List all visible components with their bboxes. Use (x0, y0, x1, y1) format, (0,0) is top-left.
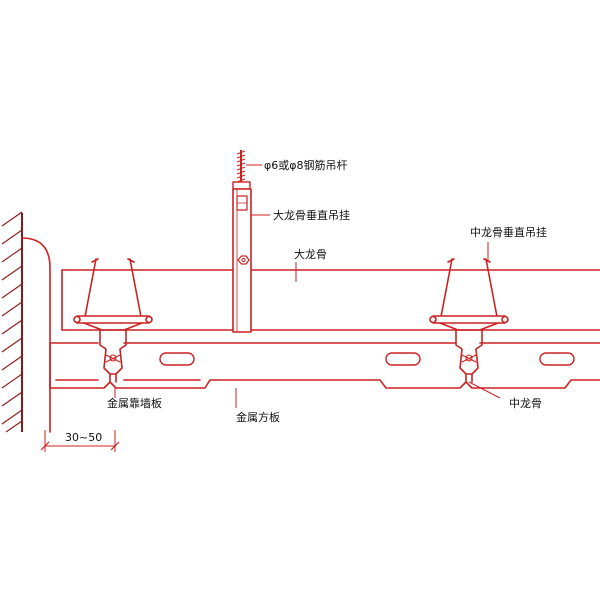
mid-keel-right (455, 329, 483, 383)
gap-dimension-label: 30~50 (65, 431, 102, 444)
main-keel-label: 大龙骨 (294, 247, 327, 261)
rod-thread (236, 150, 246, 183)
square-panel-label: 金属方板 (236, 410, 280, 424)
panel-slot (385, 352, 421, 366)
hanger-bolt (236, 195, 248, 211)
mid-keel-hanger-right (429, 258, 509, 331)
gap-dimension: 30~50 (40, 430, 120, 452)
mid-hanger-label: 中龙骨垂直吊挂 (470, 225, 547, 239)
metal-square-panel (49, 342, 600, 389)
main-keel (61, 269, 600, 331)
panel-slot (539, 352, 575, 366)
main-keel-hanger (232, 188, 252, 333)
leader-lines (114, 164, 501, 408)
wall-edge-trim (21, 237, 51, 433)
leader-mid-keel (468, 381, 501, 399)
main-hanger-label: 大龙骨垂直吊挂 (273, 208, 350, 222)
panel-slots (159, 352, 575, 366)
rod-label: φ6或φ8钢筋吊杆 (264, 158, 348, 172)
wall-hatching (1, 211, 23, 433)
hanger-nut (237, 255, 250, 265)
mid-keel-left (99, 329, 127, 383)
mid-keel-hanger-left (73, 258, 153, 331)
hanger-rod (232, 150, 251, 190)
rod-nut (232, 181, 251, 190)
wall-board-label: 金属靠墙板 (107, 396, 162, 410)
wall (1, 211, 23, 433)
mid-keel-label: 中龙骨 (509, 397, 542, 410)
panel-slot (159, 352, 195, 366)
